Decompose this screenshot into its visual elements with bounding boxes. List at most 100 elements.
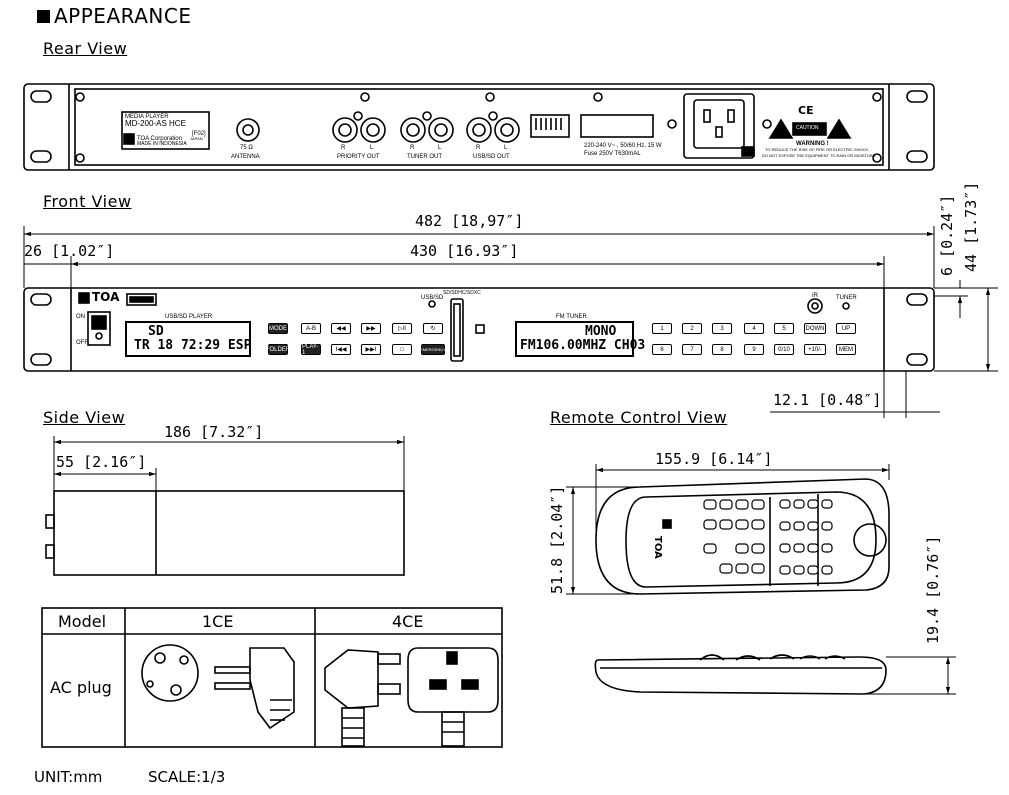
stop-button[interactable]: □: [392, 344, 412, 355]
heading-square-icon: [37, 10, 50, 23]
tuner-out-label: TUNER OUT: [407, 154, 442, 160]
preset-4-button[interactable]: 4: [744, 323, 764, 334]
power-rating: 220-240 V~ , 50/60 Hz, 15 W: [584, 143, 662, 149]
tune-up-button[interactable]: UP: [836, 323, 856, 334]
rear-view-drawing: [23, 83, 935, 171]
power-on-label: ON: [76, 314, 85, 320]
warning-text-2: DO NOT EXPOSE THE EQUIPMENT TO RAIN OR M…: [762, 153, 877, 158]
preset-7-button[interactable]: 7: [682, 344, 702, 355]
dim-width-body: 430 [16.93″]: [410, 242, 519, 260]
dimension-lines: [23, 226, 998, 695]
rear-maker: TOA Corporation: [137, 136, 182, 142]
side-view-drawing: [45, 490, 405, 576]
dim-ear-offset: 26 [1.02″]: [24, 242, 115, 260]
player-lcd-line1: SD: [148, 324, 164, 339]
play-pause-button[interactable]: ▷II: [392, 323, 412, 334]
memory-button[interactable]: MEM: [836, 344, 856, 355]
rack-slot: [906, 90, 928, 103]
rewind-button[interactable]: ◀◀: [331, 323, 351, 334]
mode-button[interactable]: MODE: [268, 323, 288, 334]
remote-brand: TOA: [652, 536, 663, 559]
priority-out-label: PRIORITY OUT: [337, 154, 380, 160]
usbsd-led-label: USB/SD: [421, 295, 444, 301]
plug-4ce-drawing: [324, 647, 499, 747]
preset-10-button[interactable]: 0/10: [774, 344, 794, 355]
dim-height-total: 44 [1.73″]: [962, 181, 980, 272]
priority-r: R: [341, 145, 346, 151]
dim-front-depth: 12.1 [0.48″]: [773, 391, 882, 409]
tuner-r: R: [410, 145, 415, 151]
plug-table-grid: [41, 607, 503, 748]
rear-made-in: MADE IN INDONESIA: [137, 141, 187, 147]
tuner-lcd-line1: MONO: [585, 324, 617, 339]
rear-product-line2: MD-200-AS HCE: [125, 119, 186, 128]
preset-5-button[interactable]: 5: [774, 323, 794, 334]
preset-2-button[interactable]: 2: [682, 323, 702, 334]
plug-1ce-drawing: [141, 644, 295, 730]
usb-sd-player-label: USB/SD PLAYER: [165, 314, 213, 320]
warning-label: WARNING !: [796, 141, 829, 147]
folder-button[interactable]: FOLDER: [266, 344, 290, 355]
rear-maker-country: JAPAN: [190, 136, 203, 141]
front-view-drawing: [23, 287, 935, 372]
previous-track-button[interactable]: I◀◀: [331, 344, 351, 355]
ir-label: IR: [812, 293, 818, 299]
fast-forward-button[interactable]: ▶▶: [361, 323, 381, 334]
ab-repeat-button[interactable]: A-B: [301, 323, 321, 334]
table-model-header: Model: [58, 612, 107, 631]
antenna-ohm: 75 Ω: [240, 145, 253, 151]
dim-side-depth: 186 [7.32″]: [164, 423, 264, 441]
side-view-title: Side View: [43, 408, 126, 427]
rack-slot: [30, 150, 52, 163]
rear-product-code: [F02]: [192, 131, 206, 137]
remote-keypad: [703, 499, 833, 575]
warning-text-1: TO REDUCE THE RISK OF FIRE OR ELECTRIC S…: [765, 147, 870, 152]
remote-view-title: Remote Control View: [550, 408, 728, 427]
plus-ten-button[interactable]: +10/-: [804, 344, 826, 355]
rear-view-title: Rear View: [43, 39, 128, 58]
dim-height-ear: 6 [0.24″]: [938, 194, 956, 276]
table-1ce-header: 1CE: [202, 612, 234, 631]
tuner-lcd-line2: FM106.00MHZ CH03: [520, 338, 646, 353]
dim-remote-width: 51.8 [2.04″]: [548, 485, 566, 594]
fuse-rating: Fuse 250V T630mAL: [584, 151, 641, 157]
front-view-title: Front View: [43, 192, 132, 211]
table-4ce-header: 4CE: [392, 612, 424, 631]
rack-slot: [906, 150, 928, 163]
usbsd-out-label: USB/SD OUT: [473, 154, 510, 160]
antenna-label: ANTENNA: [231, 154, 260, 160]
preset-1-button[interactable]: 1: [652, 323, 672, 334]
rear-product-line1: MEDIA PLAYER: [125, 114, 169, 120]
rack-slot: [30, 90, 52, 103]
heading-text: APPEARANCE: [54, 4, 192, 28]
emergency-button[interactable]: EMERGENCY: [420, 344, 446, 355]
play-one-button[interactable]: PLAY-1: [301, 344, 321, 356]
preset-3-button[interactable]: 3: [712, 323, 732, 334]
dim-remote-length: 155.9 [6.14″]: [655, 450, 773, 468]
tuner-led-label: TUNER: [836, 295, 857, 301]
next-track-button[interactable]: ▶▶I: [361, 344, 381, 355]
dim-side-front: 55 [2.16″]: [56, 453, 147, 471]
ce-mark: CE: [798, 104, 814, 117]
player-lcd-line2: TR 18 72:29 ESP: [134, 338, 252, 353]
table-ac-plug-label: AC plug: [50, 678, 112, 697]
section-heading: APPEARANCE: [37, 6, 191, 26]
repeat-button[interactable]: ↻: [423, 323, 443, 334]
front-brand: TOA: [92, 290, 120, 304]
usbsd-r: R: [476, 145, 481, 151]
dim-width-total: 482 [18,97″]: [415, 212, 524, 230]
preset-8-button[interactable]: 8: [712, 344, 732, 355]
dim-remote-thickness: 19.4 [0.76″]: [924, 535, 942, 644]
caution-label: CAUTION: [796, 125, 819, 131]
preset-9-button[interactable]: 9: [744, 344, 764, 355]
preset-6-button[interactable]: 6: [652, 344, 672, 355]
sd-slot-label: SD/SDHC/SDXC: [443, 290, 481, 296]
remote-top-drawing: [595, 478, 890, 595]
scale-label: SCALE:1/3: [148, 768, 226, 786]
priority-l: L: [370, 145, 374, 151]
unit-label: UNIT:mm: [34, 768, 103, 786]
tune-down-button[interactable]: DOWN: [804, 323, 826, 334]
remote-side-drawing: [594, 654, 887, 695]
power-off-label: OFF: [76, 340, 88, 346]
